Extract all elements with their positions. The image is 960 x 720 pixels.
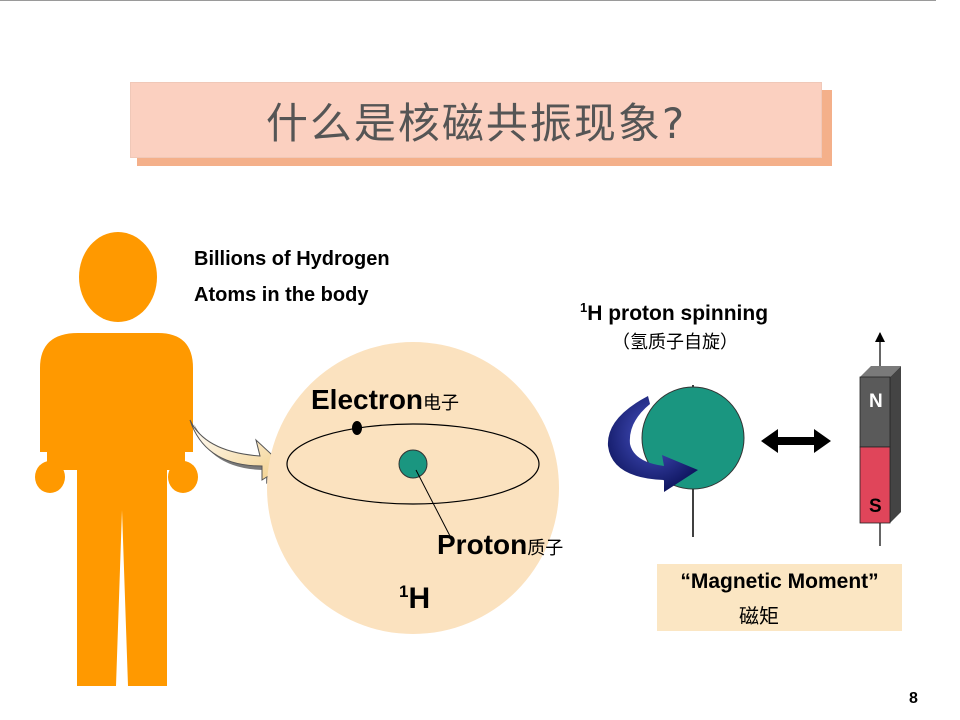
bar-magnet (859, 332, 901, 546)
isotope-symbol: H (408, 582, 431, 615)
human-figure-icon (35, 232, 198, 686)
atom-disc (267, 342, 559, 634)
isotope-label: 1H (399, 582, 430, 616)
electron-orbit (286, 423, 540, 505)
page-number: 8 (909, 690, 918, 707)
magnetic-moment-en: “Magnetic Moment” (680, 570, 879, 593)
magnet-south-label: S (869, 496, 882, 517)
double-arrow-icon (761, 429, 831, 453)
proton-pointer-line (415, 469, 451, 537)
spin-label-text: H proton spinning (587, 302, 769, 325)
proton-label-en: Proton (437, 529, 528, 560)
electron-dot (352, 421, 362, 435)
title-box: 什么是核磁共振现象? (130, 82, 822, 158)
magnetic-moment-box: “Magnetic Moment” 磁矩 (657, 564, 902, 631)
spin-label-sup: 1 (580, 300, 588, 315)
magnetic-moment-cn: 磁矩 (739, 604, 779, 628)
spin-arrow-icon (607, 396, 698, 492)
proton-label-cn: 质子 (527, 538, 564, 559)
electron-label-cn: 电子 (423, 393, 460, 414)
electron-label-en: Electron (311, 384, 424, 415)
spin-label: 1H proton spinning (580, 296, 768, 326)
proton-dot (398, 449, 428, 479)
spin-label-cn: （氢质子自旋） (612, 332, 738, 353)
body-text-line1: Billions of Hydrogen (194, 248, 390, 270)
electron-label: Electron电子 (311, 384, 459, 416)
page-title: 什么是核磁共振现象? (265, 98, 687, 148)
isotope-sup: 1 (399, 582, 409, 601)
body-text-line2: Atoms in the body (194, 284, 369, 306)
proton-label: Proton质子 (437, 529, 563, 561)
top-rule (0, 0, 936, 1)
magnet-north-label: N (869, 391, 883, 412)
